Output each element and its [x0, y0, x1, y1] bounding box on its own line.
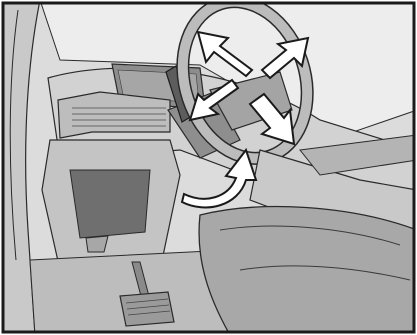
seat [199, 207, 417, 335]
hood-release [86, 236, 108, 252]
left-vent-panel [58, 92, 170, 138]
lower-panel-shade [70, 170, 150, 238]
